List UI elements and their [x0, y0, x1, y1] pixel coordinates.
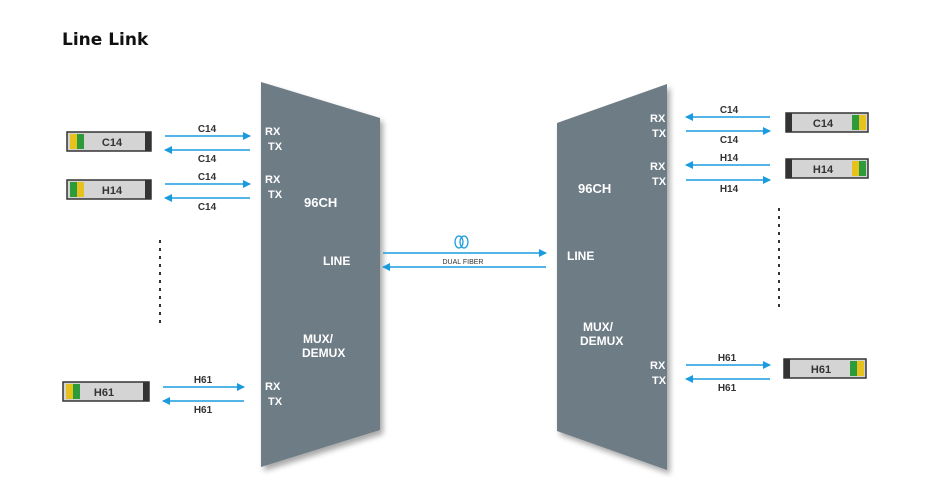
arrow-label: H14 — [720, 153, 739, 164]
fiber-coil-icon — [459, 235, 469, 249]
right-transceiver-module: C14 — [785, 112, 869, 133]
module-latch — [145, 180, 151, 199]
fiber-label: DUAL FIBER — [443, 259, 484, 266]
right-mux-label-line2: DEMUX — [580, 334, 623, 348]
module-label: H14 — [813, 164, 834, 176]
arrow-label: H61 — [194, 375, 213, 386]
left-port-tx: TX — [268, 396, 283, 408]
left-port-tx: TX — [268, 189, 283, 201]
right-port-rx: RX — [650, 360, 666, 372]
right-mux-label-line1: MUX/ — [583, 320, 614, 334]
left-port-rx: RX — [265, 174, 281, 186]
left-arrows: C14 C14 C14 C14 H61 H61 — [162, 124, 251, 416]
left-port-tx: TX — [268, 141, 283, 153]
right-transceiver-module: H14 — [785, 158, 869, 179]
module-label: C14 — [102, 137, 123, 149]
module-yellow-mark — [66, 384, 73, 399]
right-port-rx: RX — [650, 113, 666, 125]
arrow-label: C14 — [720, 135, 739, 146]
module-green-mark — [73, 384, 80, 399]
module-green-mark — [859, 161, 866, 176]
arrow-label: C14 — [198, 154, 217, 165]
page-title: Line Link — [62, 30, 149, 50]
module-yellow-mark — [852, 161, 859, 176]
arrow-label: H14 — [720, 184, 739, 195]
module-latch — [786, 113, 792, 132]
module-label: H61 — [94, 387, 114, 399]
module-green-mark — [77, 134, 84, 149]
fiber-coil-icon — [454, 235, 464, 249]
right-mux-body — [557, 84, 667, 470]
left-mux-body — [261, 82, 380, 467]
left-transceiver-module: C14 — [66, 131, 152, 152]
module-yellow-mark — [859, 115, 866, 130]
module-yellow-mark — [70, 134, 77, 149]
left-mux-demux: 96CH LINE MUX/ DEMUX RX TX RX TX RX TX — [261, 82, 380, 467]
arrow-label: H61 — [718, 353, 737, 364]
arrow-label: H61 — [718, 383, 737, 394]
module-green-mark — [852, 115, 859, 130]
left-port-rx: RX — [265, 126, 281, 138]
module-yellow-mark — [77, 182, 84, 197]
module-latch — [143, 382, 149, 401]
arrow-label: C14 — [198, 202, 217, 213]
module-label: C14 — [813, 118, 834, 130]
arrow-label: C14 — [198, 124, 217, 135]
left-transceiver-module: H61 — [62, 381, 150, 402]
module-label: H14 — [102, 185, 123, 197]
module-green-mark — [70, 182, 77, 197]
arrow-label: C14 — [198, 172, 217, 183]
module-yellow-mark — [857, 361, 864, 376]
right-port-tx: TX — [652, 128, 667, 140]
arrow-label: H61 — [194, 405, 213, 416]
right-port-tx: TX — [652, 375, 667, 387]
arrow-label: C14 — [720, 105, 739, 116]
module-label: H61 — [811, 364, 831, 376]
right-transceiver-module: H61 — [783, 358, 867, 379]
left-mux-channels: 96CH — [304, 195, 337, 210]
module-latch — [784, 359, 790, 378]
right-mux-line-label: LINE — [567, 249, 594, 263]
right-arrows: C14 C14 H14 H14 H61 H61 — [685, 105, 771, 394]
module-latch — [786, 159, 792, 178]
right-mux-demux: 96CH LINE MUX/ DEMUX RX TX RX TX RX TX — [557, 84, 667, 470]
left-mux-label-line2: DEMUX — [302, 346, 345, 360]
dual-fiber-link: DUAL FIBER — [382, 235, 547, 271]
module-green-mark — [850, 361, 857, 376]
left-mux-label-line1: MUX/ — [303, 332, 334, 346]
right-mux-channels: 96CH — [578, 181, 611, 196]
module-latch — [145, 132, 151, 151]
left-transceiver-module: H14 — [66, 179, 152, 200]
left-mux-line-label: LINE — [323, 254, 350, 268]
right-port-tx: TX — [652, 176, 667, 188]
right-port-rx: RX — [650, 161, 666, 173]
left-port-rx: RX — [265, 381, 281, 393]
